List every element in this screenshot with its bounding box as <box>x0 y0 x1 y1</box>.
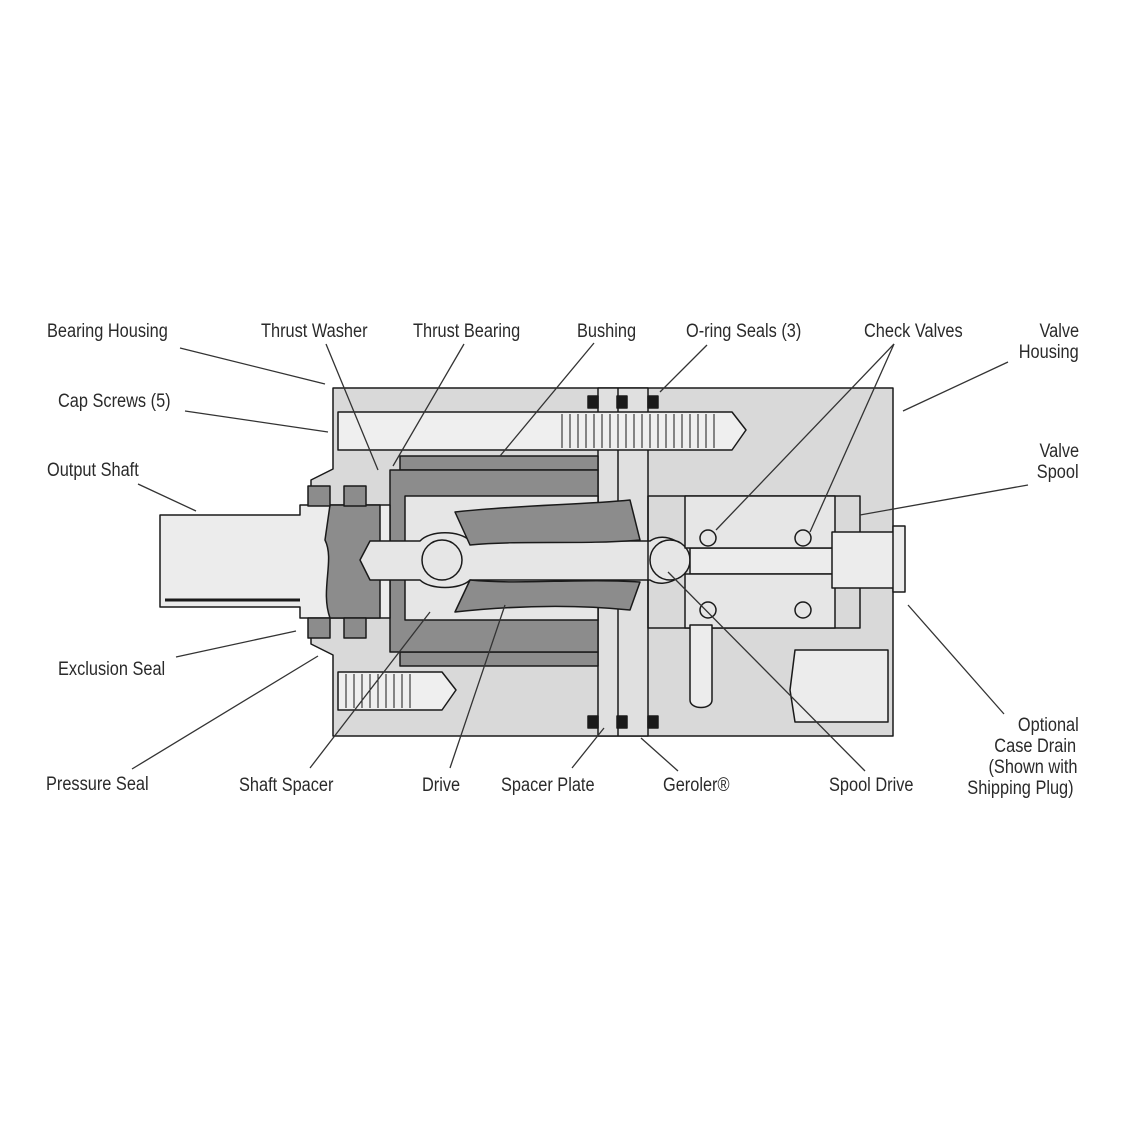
label-thrust-bearing: Thrust Bearing <box>413 321 521 342</box>
cap-screw-upper <box>337 411 747 451</box>
leader-geroler <box>640 737 679 772</box>
leader-thrust-washer <box>325 343 379 471</box>
o-ring-lower-1 <box>587 715 599 729</box>
label-check-valves: Check Valves <box>864 321 963 342</box>
leader-check-valves-a <box>715 343 895 531</box>
label-o-ring-seals: O-ring Seals (3) <box>686 321 802 342</box>
pressure-seal-lower <box>343 617 367 639</box>
label-valve-spool-line1: Valve <box>1039 441 1079 462</box>
leader-o-ring <box>659 344 708 393</box>
leader-optional-drain <box>907 604 1005 715</box>
label-cap-screws: Cap Screws (5) <box>58 391 171 412</box>
leader-exclusion-seal <box>175 630 297 658</box>
case-drain-plug <box>789 649 889 723</box>
label-exclusion-seal: Exclusion Seal <box>58 659 166 680</box>
label-valve-housing-line2: Housing <box>1019 342 1079 363</box>
leader-spacer-plate <box>571 727 605 769</box>
valve-plug <box>831 531 895 589</box>
label-spool-drive: Spool Drive <box>829 775 914 796</box>
check-valve-right <box>794 529 812 547</box>
leader-check-valves-b <box>809 343 895 533</box>
label-optional-line4: Shipping Plug) <box>967 778 1074 799</box>
drive-lower <box>454 579 641 613</box>
label-optional-line2: Case Drain <box>994 736 1076 757</box>
o-ring-lower-3 <box>647 715 659 729</box>
leader-valve-spool <box>859 484 1029 516</box>
label-output-shaft: Output Shaft <box>47 460 139 481</box>
leader-valve-housing <box>902 361 1009 412</box>
spool-cavity-lower <box>684 573 836 629</box>
label-valve-spool-line2: Spool <box>1037 462 1079 483</box>
leader-shaft-spacer <box>309 611 431 769</box>
o-ring-upper-2 <box>616 395 628 409</box>
o-ring-lower-2 <box>616 715 628 729</box>
bushing-upper <box>399 455 599 471</box>
cap-screw-lower <box>337 671 457 711</box>
pressure-seal-upper <box>343 485 367 507</box>
leader-spool-drive <box>667 571 866 772</box>
o-ring-upper-3 <box>647 395 659 409</box>
leader-bearing-housing <box>179 347 326 385</box>
leader-pressure-seal <box>131 655 319 770</box>
case-drain-tube <box>689 624 713 709</box>
exclusion-seal-lower <box>307 617 331 639</box>
leader-drive <box>449 604 506 769</box>
label-pressure-seal: Pressure Seal <box>46 774 149 795</box>
check-valve-left <box>699 529 717 547</box>
label-bearing-housing: Bearing Housing <box>47 321 168 342</box>
drive-upper <box>454 499 641 546</box>
leader-cap-screws <box>184 410 329 433</box>
bushing-lower <box>399 651 599 667</box>
leader-output-shaft <box>137 483 197 512</box>
exclusion-seal-upper <box>307 485 331 507</box>
label-geroler: Geroler® <box>663 775 730 796</box>
label-drive: Drive <box>422 775 461 796</box>
leader-bushing <box>499 342 595 457</box>
o-ring-upper-1 <box>587 395 599 409</box>
leader-thrust-bearing <box>392 343 465 467</box>
label-spacer-plate: Spacer Plate <box>501 775 595 796</box>
label-valve-housing-line1: Valve <box>1039 321 1079 342</box>
label-optional-line1: Optional <box>1018 715 1079 736</box>
label-thrust-washer: Thrust Washer <box>261 321 368 342</box>
label-bushing: Bushing <box>577 321 637 342</box>
label-shaft-spacer: Shaft Spacer <box>239 775 334 796</box>
label-optional-line3: (Shown with <box>987 757 1077 778</box>
